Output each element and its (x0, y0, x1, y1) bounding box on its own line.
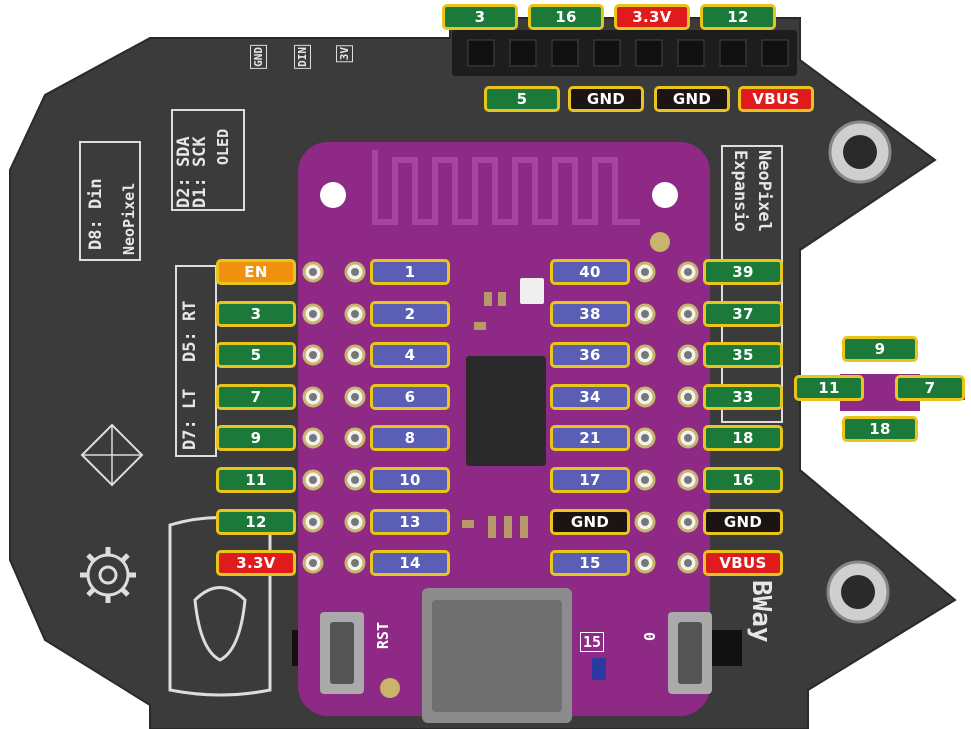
left-outer-label: 3 (216, 301, 296, 327)
left-inner-label: 4 (370, 342, 450, 368)
left-outer-label: 5 (216, 342, 296, 368)
left-outer-label: 3.3V (216, 550, 296, 576)
header-top-label: 16 (528, 4, 604, 30)
left-inner-label: 10 (370, 467, 450, 493)
left-outer-label: 11 (216, 467, 296, 493)
right-inner-label: 15 (550, 550, 630, 576)
right-outer-label: 39 (703, 259, 783, 285)
left-inner-label: 6 (370, 384, 450, 410)
header-bottom-label: VBUS (738, 86, 814, 112)
right-inner-label: 36 (550, 342, 630, 368)
left-outer-label: 12 (216, 509, 296, 535)
right-outer-label: GND (703, 509, 783, 535)
left-inner-label: 8 (370, 425, 450, 451)
header-bottom-label: GND (568, 86, 644, 112)
left-outer-label: 7 (216, 384, 296, 410)
left-inner-label: 14 (370, 550, 450, 576)
right-outer-label: 37 (703, 301, 783, 327)
right-inner-label: 34 (550, 384, 630, 410)
left-outer-label: 9 (216, 425, 296, 451)
right-outer-label: 33 (703, 384, 783, 410)
header-top-label: 12 (700, 4, 776, 30)
right-outer-label: VBUS (703, 550, 783, 576)
dpad-right-label: 7 (895, 375, 965, 401)
right-outer-label: 35 (703, 342, 783, 368)
left-inner-label: 1 (370, 259, 450, 285)
header-bottom-label: 5 (484, 86, 560, 112)
dpad-down-label: 18 (842, 416, 918, 442)
right-inner-label: 21 (550, 425, 630, 451)
dpad-left-label: 11 (794, 375, 864, 401)
right-inner-label: 38 (550, 301, 630, 327)
header-top-label: 3.3V (614, 4, 690, 30)
left-outer-label: EN (216, 259, 296, 285)
right-outer-label: 16 (703, 467, 783, 493)
right-inner-label: 17 (550, 467, 630, 493)
right-inner-label: GND (550, 509, 630, 535)
header-bottom-label: GND (654, 86, 730, 112)
header-top-label: 3 (442, 4, 518, 30)
dpad-up-label: 9 (842, 336, 918, 362)
right-outer-label: 18 (703, 425, 783, 451)
left-inner-label: 2 (370, 301, 450, 327)
right-inner-label: 40 (550, 259, 630, 285)
left-inner-label: 13 (370, 509, 450, 535)
